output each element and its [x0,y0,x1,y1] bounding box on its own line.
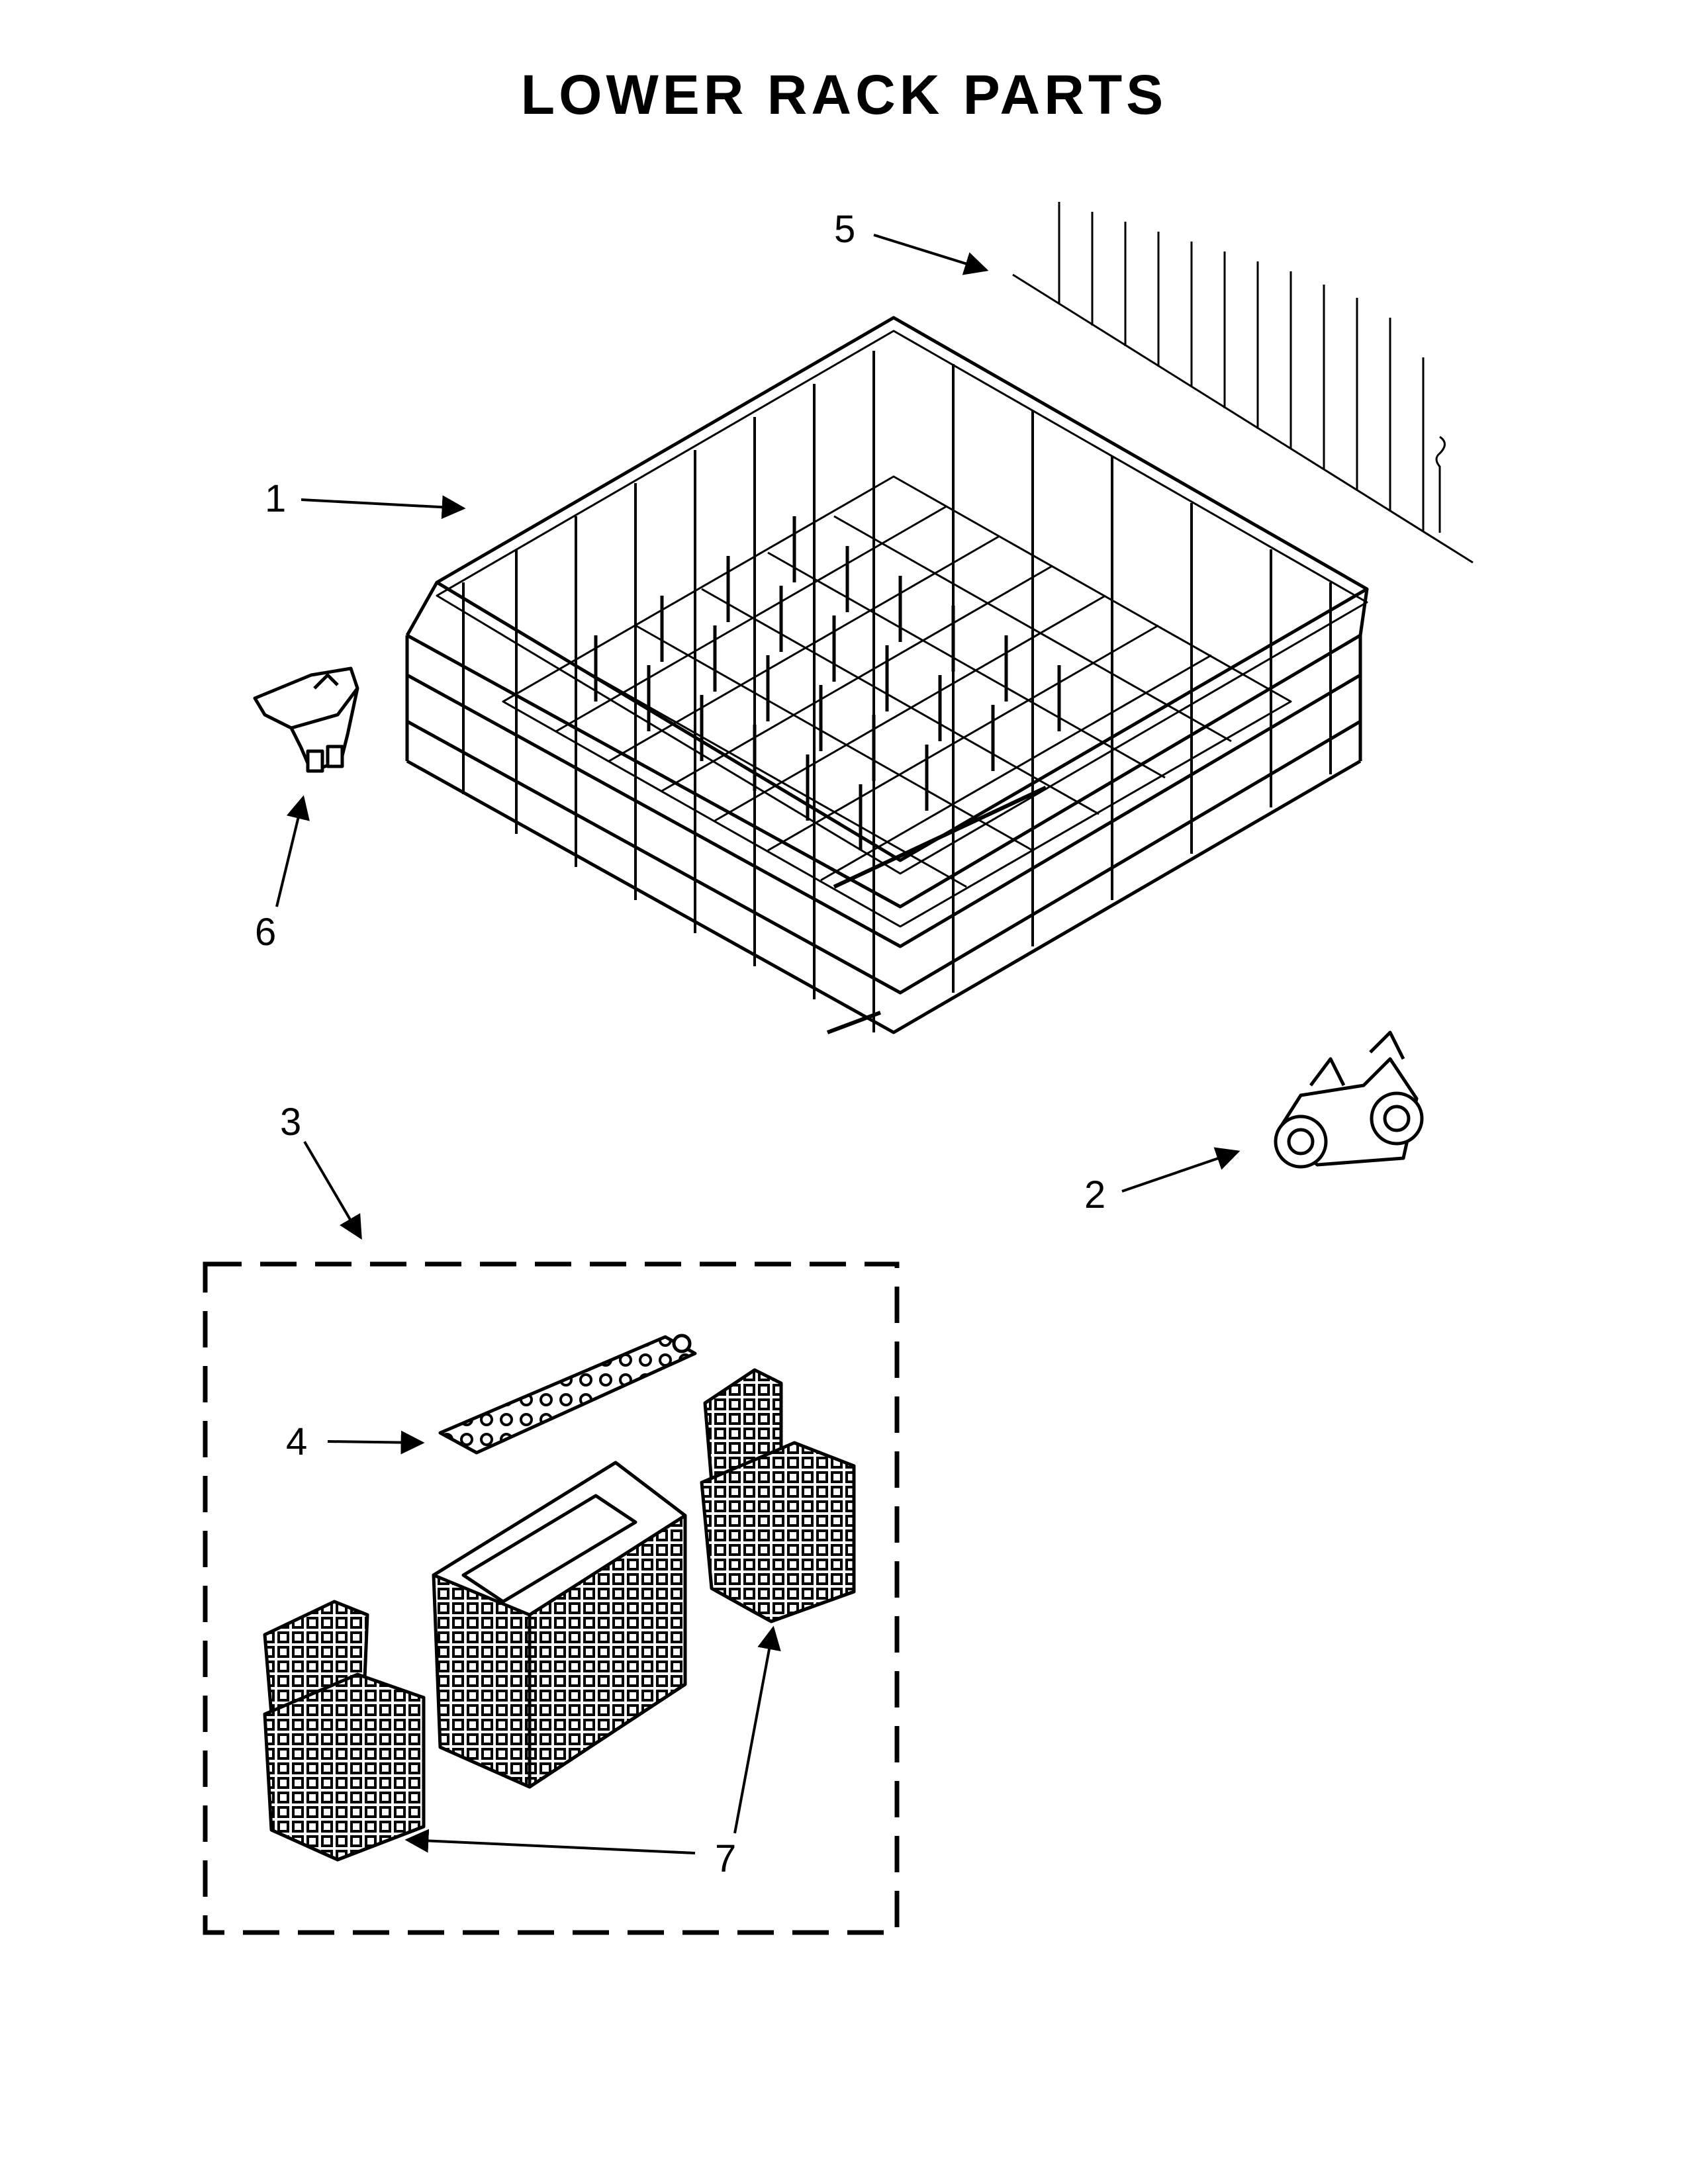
leader-3 [303,1140,362,1240]
page-title: LOWER RACK PARTS [520,64,1168,126]
callout-7: 7 [715,1837,737,1880]
leader-arrows [275,234,1241,1854]
part-1-lower-rack [405,316,1369,1034]
callout-6: 6 [255,911,277,954]
leader-7b [733,1625,781,1834]
callout-2: 2 [1084,1173,1106,1216]
main-silverware-basket [432,1461,687,1789]
leader-1 [301,495,466,520]
part-2-wheel-assembly [1274,1030,1424,1169]
callout-5: 5 [834,208,856,251]
part-5-tub-track [1012,202,1474,564]
leader-2 [1121,1147,1241,1193]
leader-7a [404,1829,696,1854]
leader-6 [275,795,310,907]
leader-5 [873,234,989,275]
part-6-rack-clip [253,666,359,773]
callout-3: 3 [280,1101,302,1144]
part-7-small-basket-left [263,1600,426,1862]
part-4-basket-cover [438,1334,697,1455]
leader-4 [327,1430,425,1455]
callout-4: 4 [286,1420,308,1463]
part-3-basket-assembly-box [203,1261,900,1935]
part-7-small-basket-right [700,1368,856,1623]
callout-1: 1 [265,477,287,520]
